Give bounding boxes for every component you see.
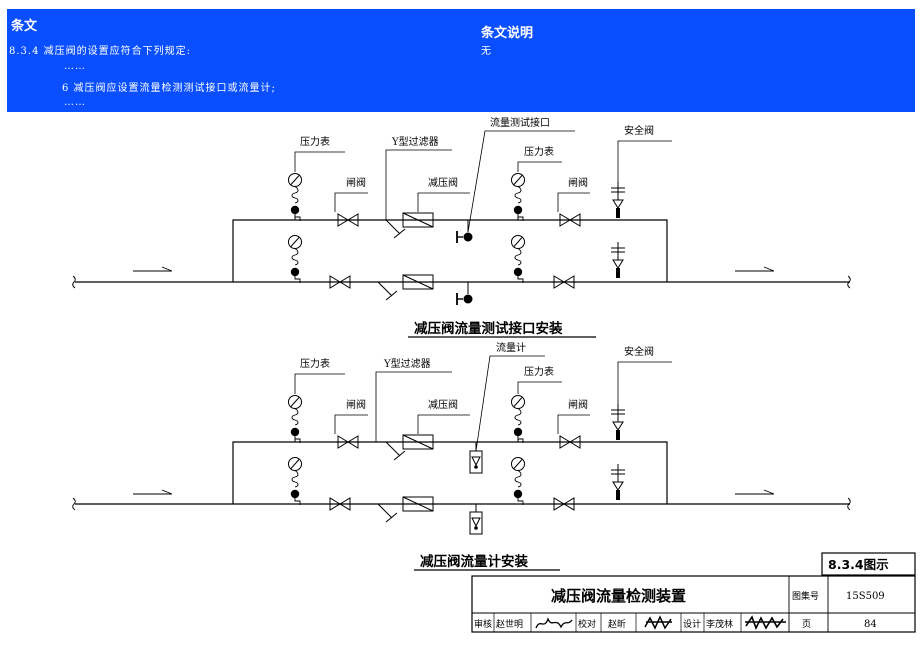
y-strainer-icon: [385, 219, 406, 239]
pressure-gauge-icon: [511, 395, 525, 444]
label-flow-meter: 流量计: [496, 341, 526, 354]
check-label: 校对: [578, 618, 596, 630]
title-block: [471, 552, 916, 633]
flow-test-port-icon: [456, 292, 474, 306]
safety-valve-icon: [610, 463, 626, 501]
drawing-title: 减压阀流量检测装置: [551, 587, 686, 605]
flow-meter-icon: [469, 511, 483, 535]
diagram-caption: 减压阀流量计安装: [420, 553, 528, 570]
review-label: 审核: [474, 618, 492, 630]
designer-name: 李茂林: [706, 618, 733, 630]
pressure-gauge-icon: [288, 457, 302, 506]
clause-ellipsis-2: ……: [64, 97, 86, 108]
label-pressure-reducing-valve: 减压阀: [428, 176, 458, 189]
pressure-gauge-icon: [511, 457, 525, 506]
page-label: 页: [802, 619, 811, 630]
label-pressure-gauge: 压力表: [524, 145, 554, 158]
clause-item-text: 6 减压阀应设置流量检测测试接口或流量计;: [62, 83, 276, 94]
clause-text: 8.3.4 减压阀的设置应符合下列规定:: [9, 46, 191, 57]
label-y-strainer: Y型过滤器: [391, 135, 439, 148]
label-y-strainer: Y型过滤器: [383, 357, 431, 370]
atlas-number: 15S509: [846, 591, 885, 602]
explanation-title: 条文说明: [481, 26, 534, 41]
pressure-gauge-icon: [511, 173, 525, 222]
safety-valve-icon: [610, 181, 626, 219]
pressure-gauge-icon: [288, 235, 302, 284]
safety-valve-icon: [610, 403, 626, 441]
label-flow-test-port: 流量测试接口: [490, 116, 550, 129]
y-strainer-icon: [385, 441, 406, 461]
designer-signature: [745, 615, 786, 631]
clause-header: 条文 8.3.4 减压阀的设置应符合下列规定: …… 6 减压阀应设置流量检测测…: [7, 9, 915, 112]
safety-valve-icon: [610, 241, 626, 279]
reviewer-signature: [535, 617, 573, 629]
flow-test-port-icon: [456, 230, 474, 244]
y-strainer-icon: [377, 281, 398, 301]
clause-title: 条文: [11, 19, 38, 34]
label-pressure-gauge: 压力表: [300, 357, 330, 370]
checker-name: 赵昕: [608, 618, 626, 630]
atlas-label: 图集号: [792, 590, 819, 602]
y-strainer-icon: [377, 503, 398, 523]
page-number: 84: [864, 619, 877, 630]
diagram-caption: 减压阀流量测试接口安装: [414, 320, 563, 337]
label-gate-valve: 闸阀: [568, 398, 588, 411]
label-gate-valve: 闸阀: [568, 176, 588, 189]
label-pressure-gauge: 压力表: [524, 365, 554, 378]
flow-meter-icon: [469, 450, 483, 474]
label-pressure-reducing-valve: 减压阀: [428, 398, 458, 411]
bottom-diagram: 压力表 Y型过滤器 流量计 压力表 安全阀 闸阀 减压阀 闸阀 减压阀流量计安装: [72, 341, 851, 571]
explanation-text: 无: [481, 46, 492, 57]
label-safety-valve: 安全阀: [624, 124, 654, 137]
pressure-gauge-icon: [288, 173, 302, 222]
label-pressure-gauge: 压力表: [300, 135, 330, 148]
pressure-gauge-icon: [511, 235, 525, 284]
label-gate-valve: 闸阀: [346, 176, 366, 189]
label-safety-valve: 安全阀: [624, 345, 654, 358]
figure-number: 8.3.4图示: [828, 557, 889, 572]
pressure-gauge-icon: [288, 395, 302, 444]
reviewer-name: 赵世明: [496, 618, 523, 630]
checker-signature: [644, 615, 672, 630]
top-diagram: 压力表 Y型过滤器 流量测试接口 压力表 安全阀 闸阀 减压阀 闸阀 减压阀流量…: [72, 116, 851, 338]
design-label: 设计: [683, 618, 701, 630]
label-gate-valve: 闸阀: [346, 398, 366, 411]
clause-ellipsis-1: ……: [64, 61, 86, 72]
